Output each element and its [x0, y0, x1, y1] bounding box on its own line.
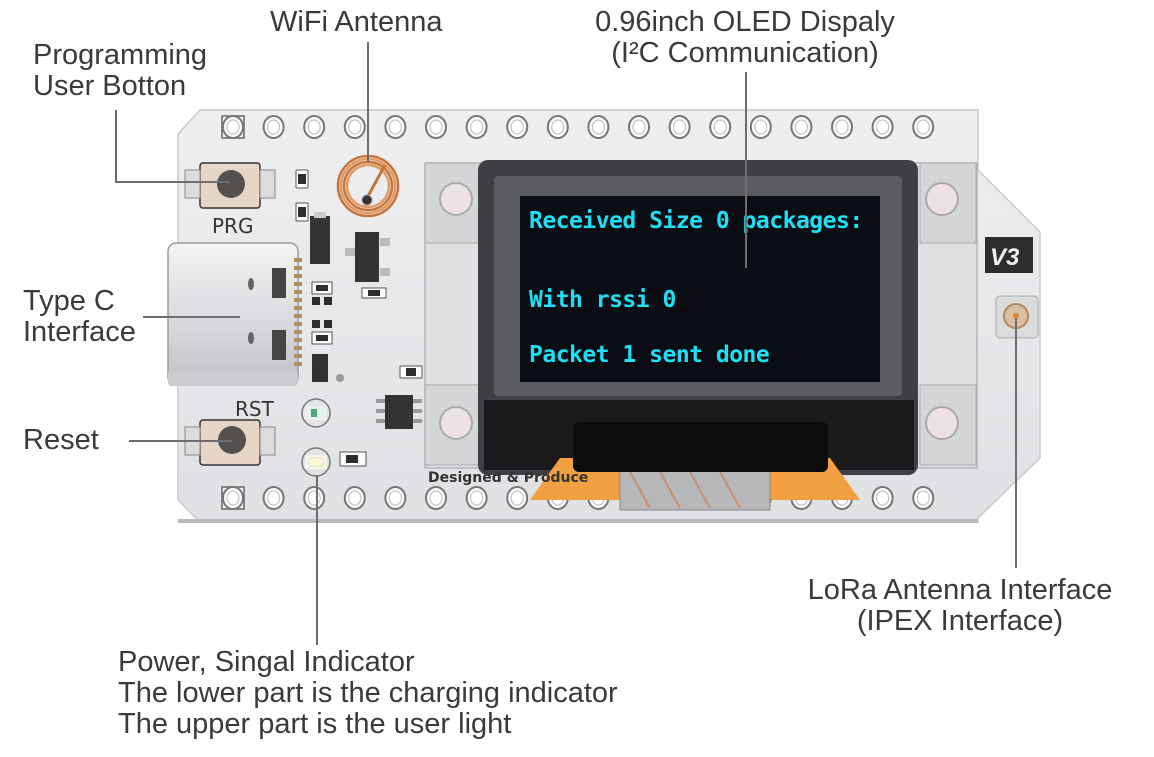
header-pin	[303, 115, 326, 139]
version-badge-text: V3	[990, 244, 1020, 271]
header-pin	[912, 486, 935, 510]
callout-type-c: Type C Interface	[23, 286, 136, 348]
leader-wifi	[367, 42, 369, 162]
header-pin	[506, 486, 529, 510]
leader-indicator	[316, 475, 318, 645]
pcb-edge	[178, 519, 978, 523]
ipex-connector[interactable]	[995, 295, 1039, 339]
leader-lora	[1015, 318, 1017, 568]
callout-indicator-line-3: The upper part is the user light	[118, 708, 512, 740]
oled-line-3: Packet 1 sent done	[529, 342, 769, 368]
leader-oled	[745, 72, 747, 268]
header-pin	[668, 115, 691, 139]
prg-button[interactable]	[184, 162, 276, 209]
header-pin	[425, 115, 447, 139]
charging-led	[301, 447, 331, 477]
header-pin	[628, 115, 650, 139]
header-pin	[465, 115, 488, 139]
header-pin	[831, 115, 853, 139]
callout-typec-line-1: Type C	[23, 285, 115, 317]
callout-oled-line-2: (I²C Communication)	[611, 37, 879, 69]
callout-lora-line-1: LoRa Antenna Interface	[807, 574, 1113, 606]
oled-line-2: With rssi 0	[529, 287, 676, 313]
version-badge	[985, 237, 1033, 273]
pin-header-top	[221, 115, 935, 139]
leader-typec	[143, 316, 240, 318]
leader-prg	[115, 110, 117, 182]
silkscreen-rst: RST	[235, 397, 275, 421]
header-pin	[384, 115, 407, 139]
header-pin	[221, 115, 245, 139]
oled-driver-chip	[573, 422, 828, 472]
header-pin	[343, 115, 366, 139]
header-pin	[343, 486, 366, 510]
header-pin	[465, 486, 488, 510]
callout-indicator-line-1: Power, Singal Indicator	[118, 646, 415, 678]
header-pin	[587, 115, 610, 139]
header-pin	[221, 486, 245, 510]
callout-lora-antenna: LoRa Antenna Interface (IPEX Interface)	[780, 575, 1140, 637]
callout-prg-button: Programming User Botton	[33, 40, 207, 102]
callout-lora-line-2: (IPEX Interface)	[856, 605, 1064, 637]
header-pin	[709, 115, 732, 139]
oled-module	[424, 160, 978, 511]
callout-wifi-line-1: WiFi Antenna	[270, 6, 443, 38]
callout-reset: Reset	[23, 425, 99, 456]
header-pin	[384, 486, 407, 510]
callout-indicator: Power, Singal Indicator The lower part i…	[118, 647, 618, 740]
leader-reset	[129, 440, 232, 442]
smd-components	[295, 169, 423, 467]
header-pin	[262, 115, 285, 139]
header-pin	[425, 486, 447, 510]
callout-indicator-line-2: The lower part is the charging indicator	[118, 677, 618, 709]
callout-oled-display: 0.96inch OLED Dispaly (I²C Communication…	[555, 7, 935, 69]
leader-prg-h	[115, 181, 230, 183]
user-led	[301, 398, 331, 428]
header-pin	[912, 115, 935, 139]
header-pin	[749, 115, 772, 139]
silkscreen-prg: PRG	[212, 214, 253, 238]
usb-type-c-port[interactable]	[167, 242, 302, 386]
callout-reset-line-1: Reset	[23, 424, 99, 456]
header-pin	[871, 115, 894, 139]
header-pin	[506, 115, 529, 139]
callout-typec-line-2: Interface	[23, 316, 136, 348]
silkscreen-maker: Designed & Produce	[428, 470, 588, 486]
callout-prg-line-2: User Botton	[33, 70, 187, 102]
callout-prg-line-1: Programming	[33, 39, 208, 71]
header-pin	[546, 115, 569, 139]
rst-button[interactable]	[184, 419, 276, 466]
oled-screen	[520, 196, 880, 382]
resistor-mark: 5	[314, 368, 320, 379]
header-pin	[262, 486, 285, 510]
callout-oled-line-1: 0.96inch OLED Dispaly	[595, 6, 895, 38]
header-pin	[871, 486, 894, 510]
oled-line-1: Received Size 0 packages:	[529, 208, 863, 234]
callout-wifi-antenna: WiFi Antenna	[270, 7, 442, 38]
header-pin	[303, 486, 326, 510]
header-pin	[790, 115, 813, 139]
